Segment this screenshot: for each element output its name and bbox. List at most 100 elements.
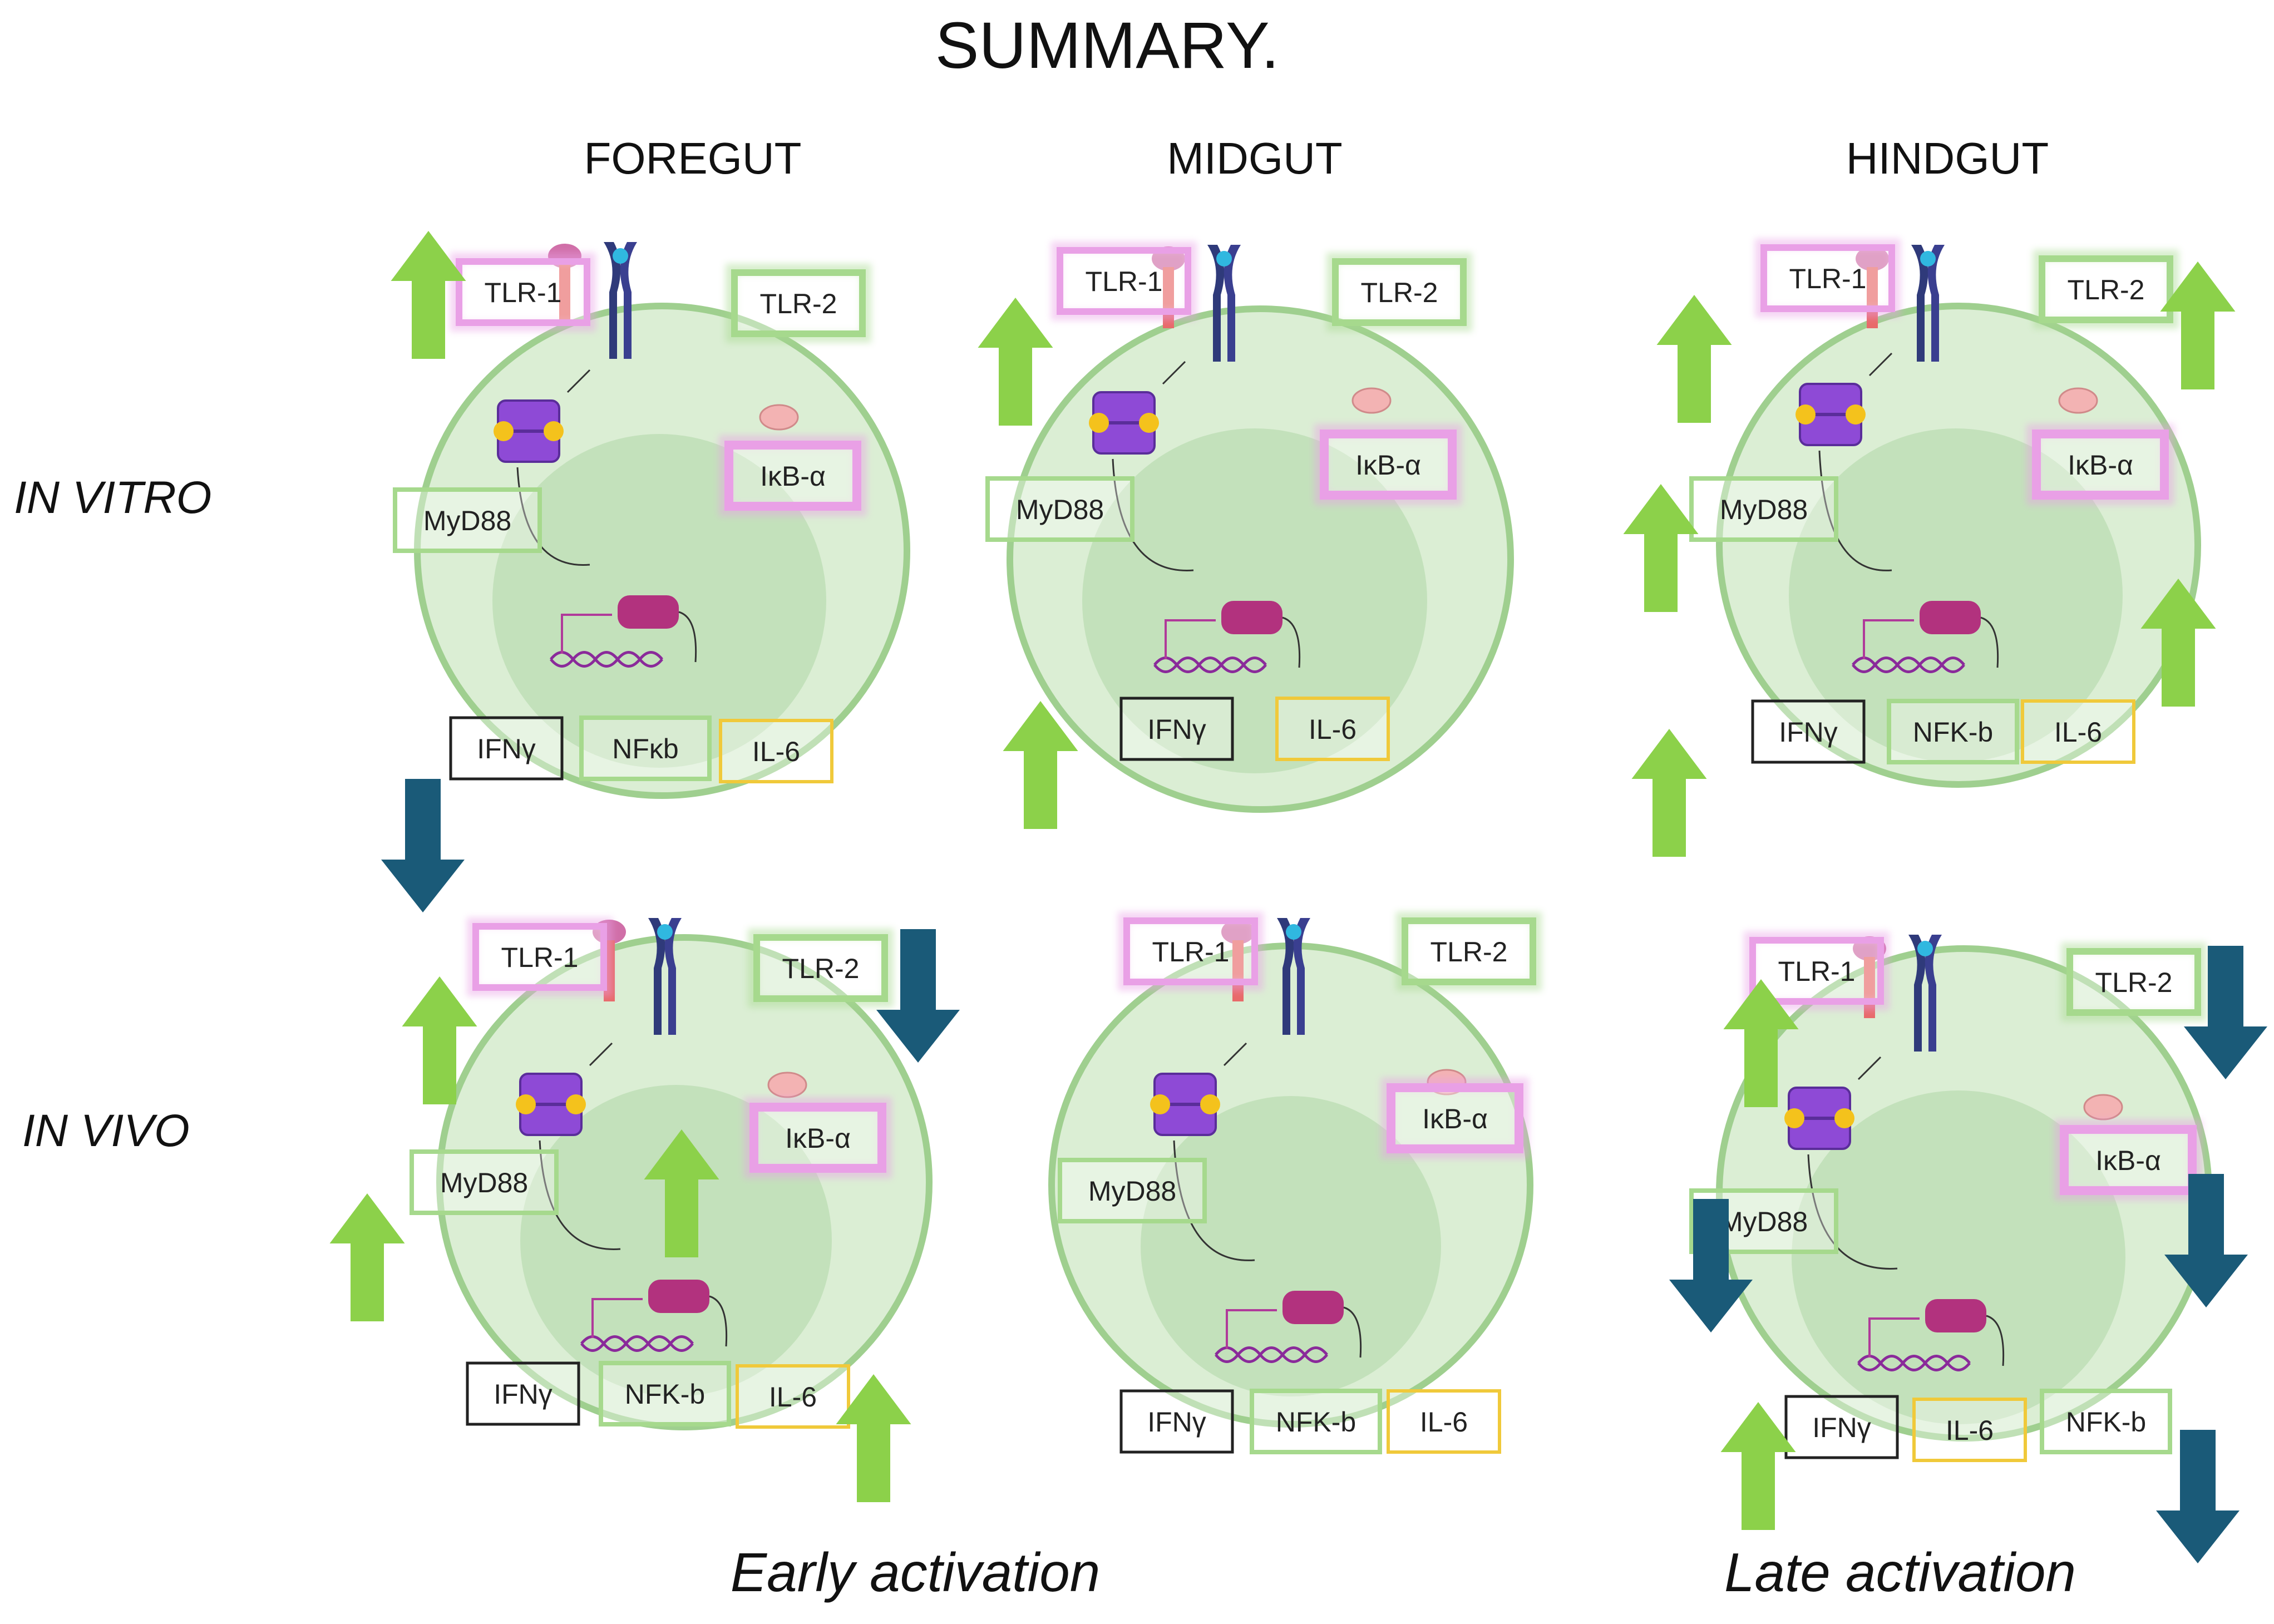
label-box-tlr2: TLR-2 (1396, 912, 1542, 991)
label-box-il6: IL-6 (736, 1364, 850, 1429)
label-box-myd88: MyD88 (985, 476, 1134, 542)
myd88-adaptor-icon (1150, 1073, 1220, 1136)
label-box-tlr2: TLR-2 (726, 264, 871, 343)
myd88-adaptor-icon (1089, 391, 1159, 455)
label-box-myd88: MyD88 (1058, 1158, 1207, 1223)
up-arrow-ifng (1003, 701, 1078, 829)
myd88-adaptor-icon (494, 399, 564, 463)
dna-helix-icon (1857, 1317, 1971, 1371)
label-box-nfkb: NFK-b (2040, 1389, 2172, 1454)
down-arrow-tlr2 (2184, 946, 2267, 1079)
myd88-adaptor-icon (1784, 1087, 1854, 1150)
label-box-tlr2: TLR-2 (2061, 942, 2207, 1021)
down-arrow-nfkb (2156, 1430, 2240, 1563)
output-arrow (1986, 1315, 2005, 1366)
label-box-nfkb: NFK-b (599, 1361, 731, 1426)
label-tlr2: TLR-2 (2095, 967, 2173, 998)
label-nfkb: NFK-b (1276, 1406, 1356, 1438)
label-nfkb: NFK-b (2066, 1406, 2146, 1438)
label-box-tlr1: TLR-1 (467, 917, 613, 996)
tlr2-receptor-icon (1911, 245, 1945, 362)
label-box-ifng: IFNγ (449, 716, 564, 781)
label-box-tlr1: TLR-1 (450, 253, 596, 332)
signal-arrow (1807, 1154, 1898, 1270)
label-box-myd88: MyD88 (410, 1149, 559, 1215)
signal-arrow (1173, 1140, 1255, 1261)
ikba-protein-icon (759, 404, 799, 431)
up-arrow-tlr1 (391, 231, 466, 359)
output-arrow (1282, 616, 1301, 668)
label-ifng: IFNγ (494, 1379, 553, 1410)
up-arrow-myd88 (1623, 484, 1699, 612)
label-box-ifng: IFNγ (1119, 697, 1234, 761)
label-box-tlr1: TLR-1 (1755, 239, 1901, 318)
tlr2-receptor-icon (1207, 245, 1241, 362)
output-arrow (709, 1295, 728, 1347)
label-ikba: IκB-α (2068, 450, 2133, 481)
label-box-ikba: IκB-α (2026, 424, 2174, 505)
ikba-protein-icon (2058, 387, 2098, 414)
label-box-nfkb: NFK-b (1250, 1389, 1382, 1454)
label-il6: IL-6 (1309, 714, 1356, 745)
tlr2-receptor-icon (648, 918, 682, 1035)
label-tlr2: TLR-2 (2068, 274, 2145, 305)
tlr2-receptor-icon (604, 242, 637, 359)
label-nfkb: NFK-b (1913, 717, 1993, 748)
label-box-ikba: IκB-α (2054, 1119, 2202, 1201)
ikba-protein-icon (767, 1072, 807, 1098)
label-ikba: IκB-α (1355, 450, 1421, 481)
up-arrow-myd88 (329, 1193, 405, 1321)
label-box-ifng: IFNγ (466, 1361, 580, 1426)
nucleus (1789, 428, 2123, 762)
label-box-ifng: IFNγ (1119, 1389, 1234, 1454)
down-arrow-myd88 (1669, 1199, 1753, 1332)
down-arrow-ifng (381, 779, 465, 912)
dna-helix-icon (550, 614, 663, 668)
label-myd88: MyD88 (1720, 494, 1808, 525)
label-box-nfkb: NFK-b (1887, 699, 2019, 764)
label-ifng: IFNγ (1779, 717, 1838, 748)
tlr2-receptor-icon (1908, 935, 1942, 1052)
dna-helix-icon (1852, 619, 1965, 673)
tlr2-receptor-icon (1277, 918, 1310, 1035)
label-tlr1: TLR-1 (1778, 956, 1856, 987)
label-il6: IL-6 (2054, 717, 2102, 748)
down-arrow-ikba (2164, 1174, 2248, 1307)
label-box-tlr1: TLR-1 (1744, 931, 1890, 1010)
label-box-tlr1: TLR-1 (1051, 241, 1197, 320)
dna-helix-icon (1215, 1309, 1328, 1363)
label-ifng: IFNγ (1147, 1406, 1206, 1438)
up-arrow-ifng (1631, 729, 1707, 857)
pointer-arrow (1857, 1056, 1882, 1080)
label-box-ikba: IκB-α (719, 435, 867, 516)
up-arrow-tlr2 (2160, 261, 2236, 389)
output-arrow (678, 611, 697, 663)
label-tlr2: TLR-2 (1431, 936, 1508, 968)
column-header-midgut: MIDGUT (1167, 134, 1343, 183)
pointer-arrow (1223, 1042, 1247, 1067)
nfkb-transcription-factor-icon (1925, 1299, 1986, 1332)
label-box-ikba: IκB-α (744, 1097, 892, 1178)
ikba-protein-icon (2083, 1094, 2123, 1120)
up-arrow-tlr1 (402, 976, 477, 1104)
label-ikba: IκB-α (1422, 1103, 1488, 1134)
label-box-ikba: IκB-α (1381, 1078, 1529, 1159)
label-box-il6: IL-6 (719, 719, 833, 783)
up-arrow-ikba (644, 1129, 719, 1257)
label-box-myd88: MyD88 (1689, 476, 1838, 542)
label-myd88: MyD88 (1088, 1176, 1176, 1207)
nfkb-transcription-factor-icon (1282, 1291, 1344, 1324)
label-ifng: IFNγ (1147, 714, 1206, 745)
up-arrow-il6 (836, 1374, 911, 1502)
up-arrow-tlr1 (978, 298, 1053, 426)
row-label-in-vivo: IN VIVO (22, 1105, 190, 1156)
label-box-tlr2: TLR-2 (2033, 250, 2179, 329)
signal-arrow (539, 1140, 621, 1250)
label-ifng: IFNγ (477, 733, 536, 764)
nfkb-transcription-factor-icon (618, 595, 679, 629)
